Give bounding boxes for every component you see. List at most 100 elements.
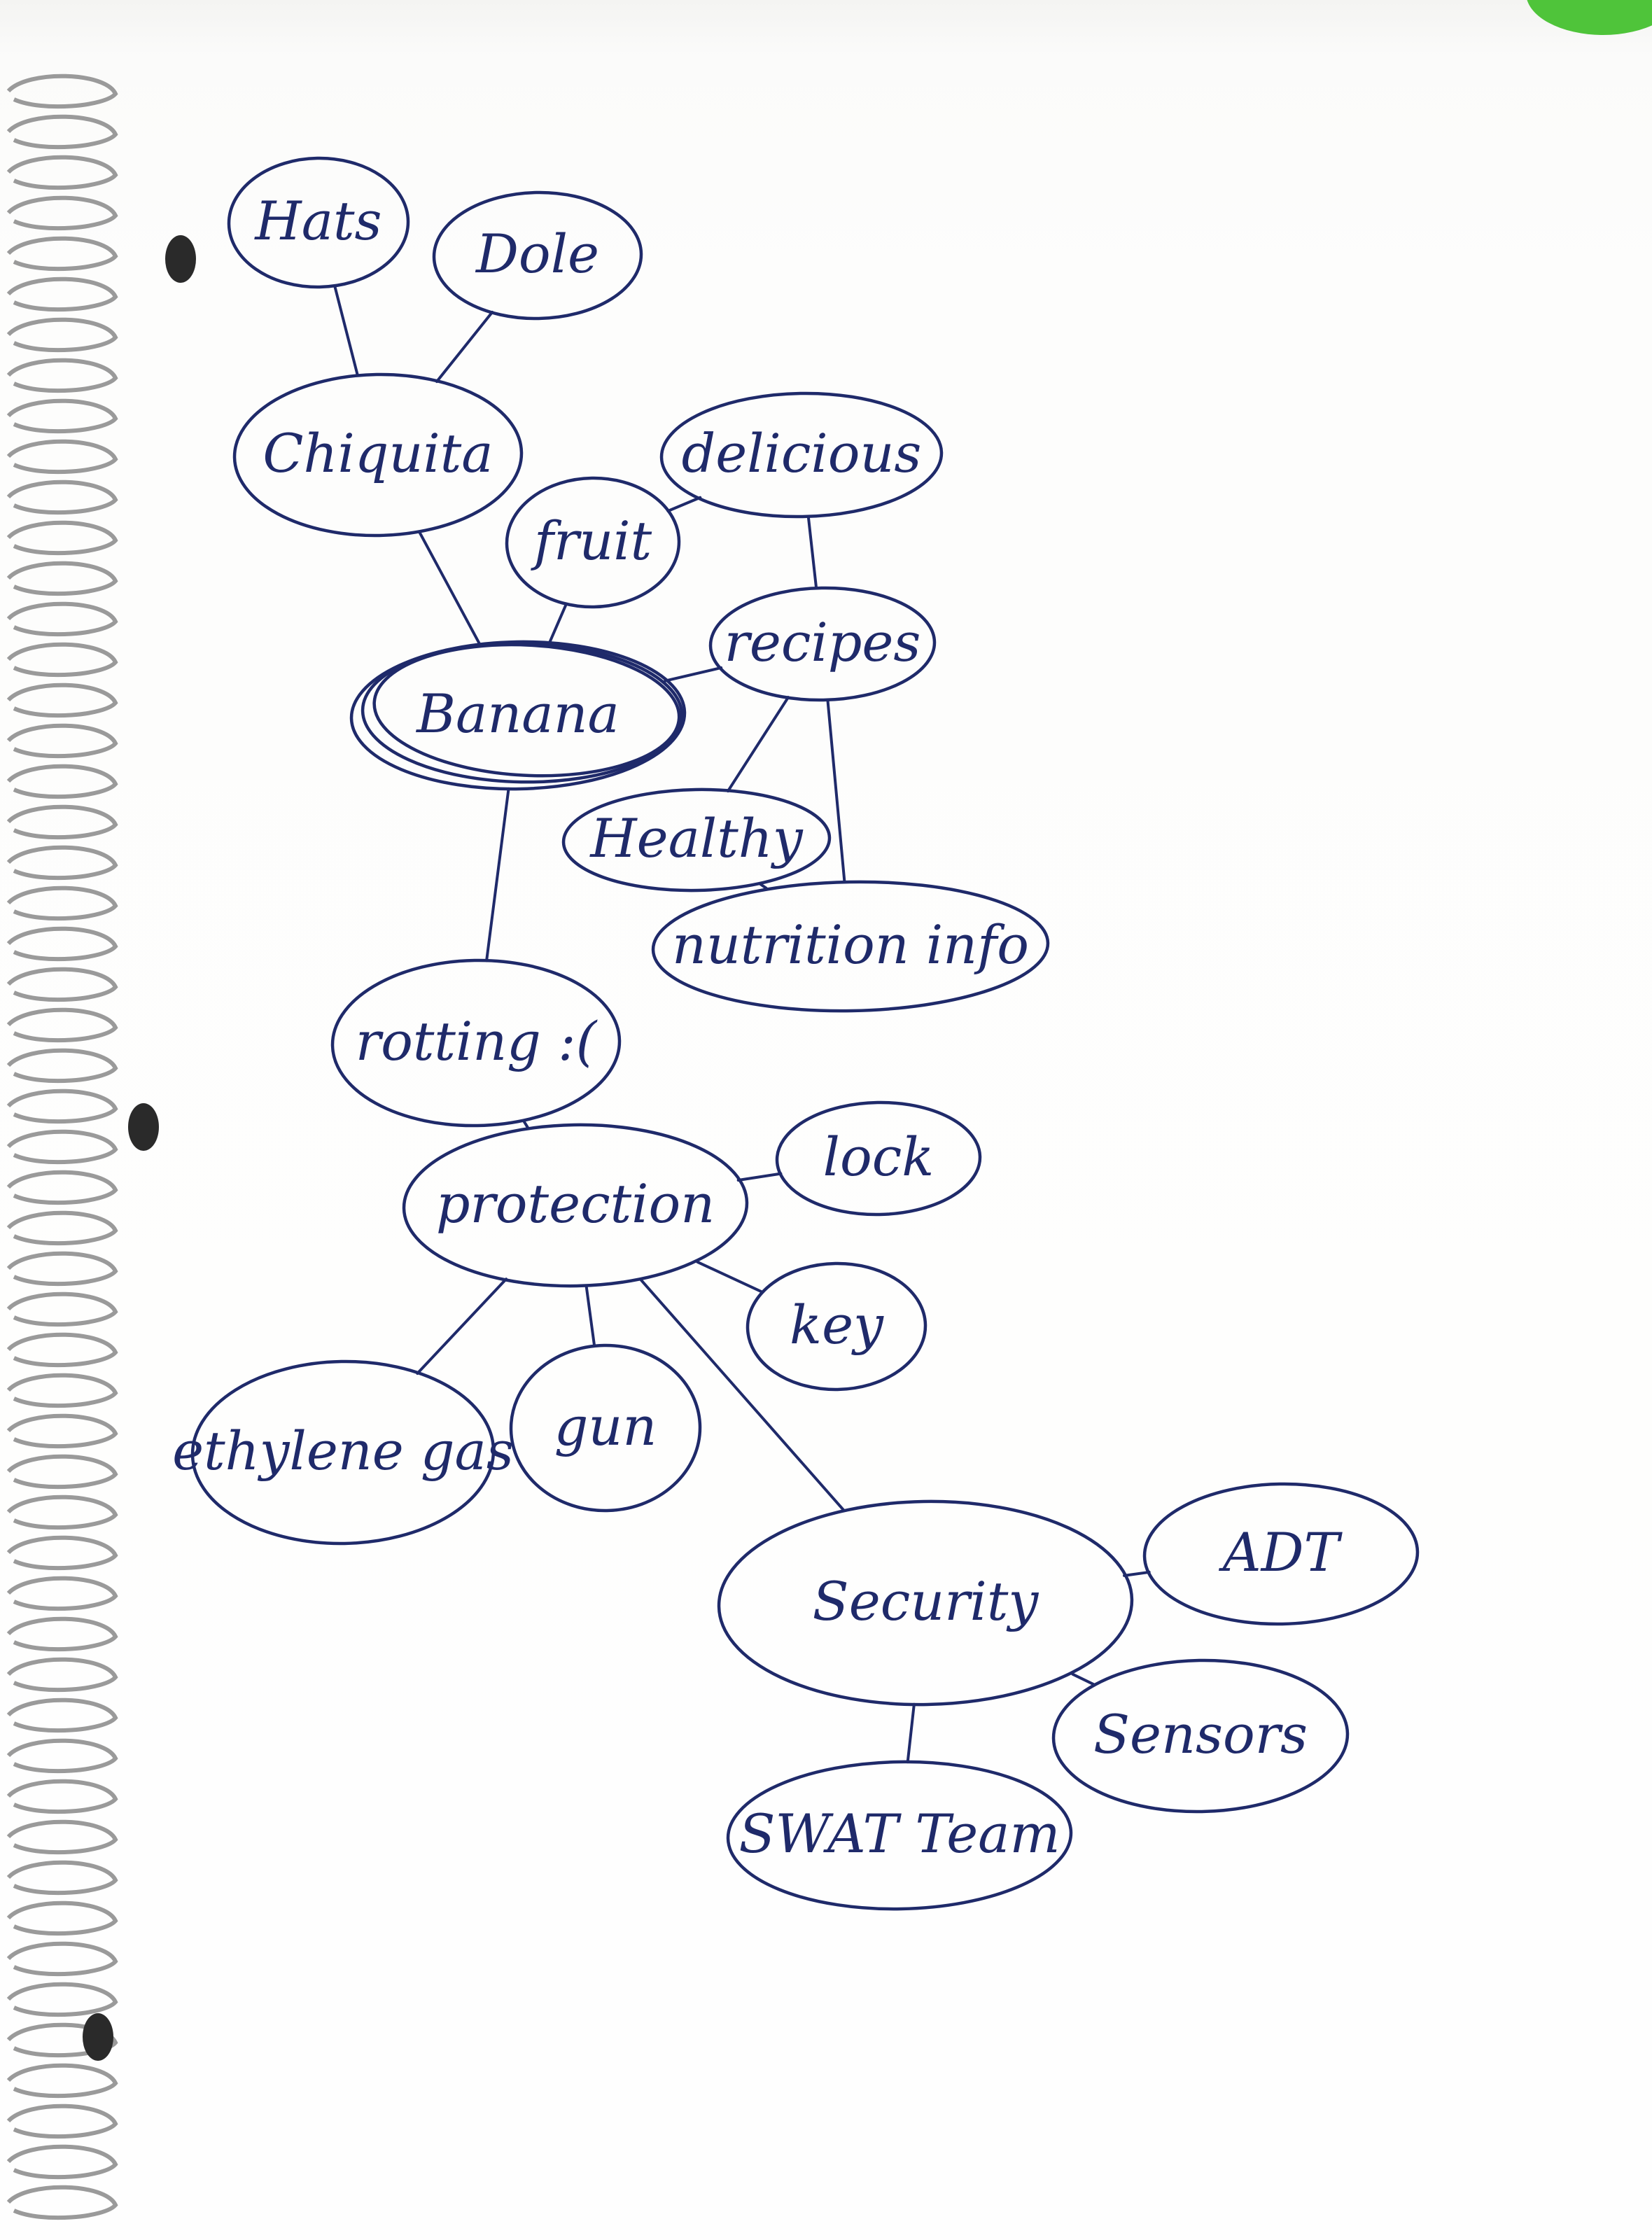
node-banana: Banana (349, 640, 687, 791)
node-dole-outline (432, 190, 643, 321)
node-fruit-label: fruit (531, 510, 652, 572)
spiral-coil (6, 2063, 118, 2099)
edge-protection-lock (736, 1172, 783, 1182)
node-security-label: Security (813, 1570, 1040, 1632)
node-rotting: rotting :( (330, 958, 622, 1128)
spiral-coil (6, 1292, 118, 1327)
node-hats-outline (227, 156, 410, 289)
spiral-coil (6, 1576, 118, 1611)
spiral-coil (6, 358, 118, 393)
spiral-coil (6, 1982, 118, 2017)
node-nutrition-outline (651, 880, 1050, 1013)
spiral-coil (6, 1007, 118, 1043)
edge-dole-chiquita (435, 310, 494, 384)
spiral-coil (6, 1048, 118, 1084)
spiral-coil (6, 317, 118, 353)
spiral-coil (6, 74, 118, 109)
edge-fruit-delicious (666, 496, 702, 512)
node-gun: gun (509, 1343, 702, 1513)
spiral-coil (6, 2104, 118, 2139)
node-sensors-outline (1051, 1658, 1350, 1814)
node-sensors-label: Sensors (1093, 1703, 1308, 1765)
spiral-coil (6, 601, 118, 637)
node-recipes-label: recipes (724, 611, 921, 673)
spiral-coil (6, 1819, 118, 1855)
node-nutrition-label: nutrition info (672, 913, 1029, 976)
spiral-coil (6, 804, 118, 840)
edge-recipes-nutrition (826, 698, 846, 884)
spiral-coil (6, 2144, 118, 2180)
spiral-coil (6, 1454, 118, 1490)
spiral-coil (6, 1698, 118, 1733)
node-ethylene-label: ethylene gas (172, 1420, 514, 1482)
spiral-coil (6, 926, 118, 962)
node-nutrition: nutrition info (651, 880, 1050, 1013)
edge-chiquita-banana (418, 531, 482, 645)
node-swat: SWAT Team (726, 1760, 1073, 1911)
spiral-coil (6, 1941, 118, 1977)
node-healthy-label: Healthy (589, 807, 803, 869)
edge-recipes-healthy (726, 696, 790, 793)
spiral-coil (6, 195, 118, 231)
spiral-coil (6, 479, 118, 515)
spiral-coil (6, 1251, 118, 1287)
node-swat-label: SWAT Team (738, 1802, 1060, 1865)
node-protection-outline (402, 1123, 749, 1288)
punch-hole (83, 2013, 113, 2061)
spiral-coil (6, 1129, 118, 1165)
edge-protection-security (639, 1278, 845, 1511)
spiral-coil (6, 1738, 118, 1774)
spiral-coil (6, 236, 118, 272)
node-rotting-outline (330, 958, 622, 1128)
node-healthy-outline (561, 788, 832, 892)
spiral-coil (6, 1900, 118, 1936)
spiral-coil (6, 886, 118, 921)
node-security-outline (717, 1499, 1134, 1707)
spiral-coil (6, 114, 118, 150)
spiral-coil (6, 276, 118, 312)
spiral-coil (6, 1170, 118, 1205)
node-protection: protection (402, 1123, 749, 1288)
node-banana-label: Banana (415, 682, 620, 745)
node-chiquita: Chiquita (232, 372, 524, 538)
node-sensors: Sensors (1051, 1658, 1350, 1814)
edge-fruit-banana (547, 602, 568, 645)
spiral-coil (6, 2185, 118, 2220)
spiral-coil (6, 764, 118, 799)
spiral-coil (6, 1616, 118, 1652)
spiral-coil (6, 642, 118, 678)
node-adt-outline (1142, 1482, 1420, 1626)
node-rotting-label: rotting :( (356, 1010, 598, 1072)
spiral-coil (6, 561, 118, 596)
node-delicious-label: delicious (682, 422, 922, 484)
node-fruit-outline (505, 476, 681, 609)
node-banana-outline (372, 643, 681, 778)
node-swat-outline (726, 1760, 1073, 1911)
node-adt-label: ADT (1219, 1521, 1343, 1583)
spiral-coil (6, 520, 118, 556)
node-protection-label: protection (436, 1172, 715, 1235)
spiral-coil (6, 1779, 118, 1814)
edges (333, 284, 1151, 1764)
spiral-coil (6, 1210, 118, 1246)
node-chiquita-outline (232, 372, 524, 538)
node-lock-outline (775, 1100, 982, 1217)
spiral-coil (6, 155, 118, 190)
spiral-binding (6, 74, 196, 2220)
node-recipes: recipes (708, 586, 937, 702)
spiral-coil (6, 682, 118, 718)
node-gun-label: gun (554, 1395, 657, 1457)
node-dole: Dole (432, 190, 643, 321)
node-delicious-outline (659, 391, 944, 519)
edge-banana-rotting (485, 787, 510, 962)
node-ethylene-outline (190, 1359, 496, 1546)
edge-security-adt (1123, 1570, 1151, 1577)
node-key: key (746, 1261, 927, 1392)
punch-hole (165, 235, 196, 283)
node-adt: ADT (1142, 1482, 1420, 1626)
node-lock-label: lock (823, 1126, 934, 1188)
edge-security-sensors (1071, 1672, 1095, 1686)
edge-healthy-nutrition (759, 883, 768, 890)
